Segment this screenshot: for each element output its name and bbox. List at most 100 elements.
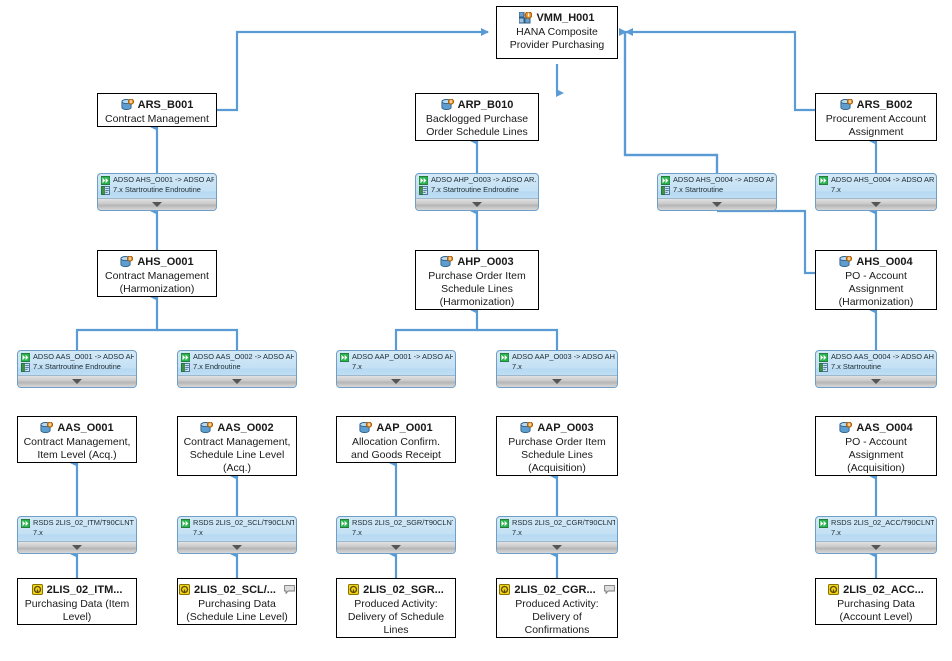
node-header: AAP_O003	[499, 420, 615, 435]
icon-placeholder	[181, 529, 190, 538]
transformation-source-target-row: ADSO AHS_O004 -> ADSO AR...	[658, 174, 776, 185]
transformation-expand-handle[interactable]	[497, 541, 617, 553]
transformation-expand-handle[interactable]	[178, 375, 296, 387]
transformation-expand-handle[interactable]	[416, 198, 538, 210]
transformation-details-row: 7.x	[497, 528, 617, 538]
icon-placeholder	[21, 529, 30, 538]
adso-icon	[839, 255, 853, 268]
transformation-source-target-label: ADSO AHS_O004 -> ADSO AR...	[673, 175, 774, 184]
transformation-details-label: 7.x	[352, 362, 362, 371]
transformation-xf_rsds_sgr[interactable]: RSDS 2LIS_02_SGR/T90CLNTO...7.x	[336, 516, 456, 554]
transformation-source-target-row: ADSO AHS_O001 -> ADSO AR...	[98, 174, 216, 185]
node-ds_cgr[interactable]: 2LIS_02_CGR...Produced Activity:Delivery…	[496, 578, 618, 638]
transformation-xf_aap3_ah[interactable]: ADSO AAP_O003 -> ADSO AH...7.x	[496, 350, 618, 388]
transformation-expand-handle[interactable]	[816, 541, 936, 553]
transformation-xf_ahs4_ar_left[interactable]: ADSO AHS_O004 -> ADSO AR...7.x Startrout…	[657, 173, 777, 211]
transformation-xf_rsds_scl[interactable]: RSDS 2LIS_02_SCL/T90CLNTO...7.x	[177, 516, 297, 554]
node-technical-name: AAS_O001	[57, 421, 114, 434]
transformation-xf_aas2_ah[interactable]: ADSO AAS_O002 -> ADSO AH...7.x Endroutin…	[177, 350, 297, 388]
transformation-xf_rsds_acc[interactable]: RSDS 2LIS_02_ACC/T90CLNTO...7.x	[815, 516, 937, 554]
transformation-source-target-row: ADSO AAS_O001 -> ADSO AH...	[18, 351, 136, 362]
icon-placeholder	[340, 363, 349, 372]
transformation-xf_aap1_ah[interactable]: ADSO AAP_O001 -> ADSO AH...7.x	[336, 350, 456, 388]
datasource-icon	[31, 584, 43, 595]
transformation-xf_aas1_ah[interactable]: ADSO AAS_O001 -> ADSO AH...7.x Startrout…	[17, 350, 137, 388]
transformation-icon	[181, 352, 190, 362]
comment-bubble-icon	[284, 585, 295, 594]
transformation-expand-handle[interactable]	[816, 198, 936, 210]
routine-icon	[101, 185, 110, 195]
transformation-xf_rsds_cgr[interactable]: RSDS 2LIS_02_CGR/T90CLNTO...7.x	[496, 516, 618, 554]
transformation-source-target-label: ADSO AHS_O001 -> ADSO AR...	[113, 175, 214, 184]
node-header: ARS_B001	[100, 97, 214, 112]
node-header: AAS_O001	[20, 420, 134, 435]
node-header: VMM_H001	[499, 10, 615, 25]
node-technical-name: 2LIS_02_ACC...	[843, 583, 924, 596]
node-ds_scl[interactable]: 2LIS_02_SCL/...Purchasing Data(Schedule …	[177, 578, 297, 625]
routine-icon	[181, 362, 190, 372]
transformation-expand-handle[interactable]	[98, 198, 216, 210]
node-header: 2LIS_02_ITM...	[20, 582, 134, 597]
node-header: AHS_O001	[100, 254, 214, 269]
transformation-expand-handle[interactable]	[658, 198, 776, 210]
transformation-xf_ahs1_ar[interactable]: ADSO AHS_O001 -> ADSO AR...7.x Startrout…	[97, 173, 217, 211]
node-ds_sgr[interactable]: 2LIS_02_SGR...Produced Activity:Delivery…	[336, 578, 456, 638]
transformation-icon	[340, 352, 349, 362]
transformation-icon	[819, 352, 828, 362]
transformation-xf_aas4_ah[interactable]: ADSO AAS_O004 -> ADSO AH...7.x Startrout…	[815, 350, 937, 388]
node-description: Purchasing Data(Account Level)	[837, 598, 915, 623]
transformation-icon	[661, 175, 670, 185]
transformation-xf_ahs4_ar_right[interactable]: ADSO AHS_O004 -> ADSO AR...7.x	[815, 173, 937, 211]
transformation-expand-handle[interactable]	[816, 375, 936, 387]
transformation-xf_rsds_itm[interactable]: RSDS 2LIS_02_ITM/T90CLNTO...7.x	[17, 516, 137, 554]
transformation-details-label: 7.x	[512, 528, 522, 537]
transformation-expand-handle[interactable]	[337, 375, 455, 387]
transformation-xf_ahp3_ar[interactable]: ADSO AHP_O003 -> ADSO AR...7.x Startrout…	[415, 173, 539, 211]
icon-placeholder	[340, 529, 349, 538]
node-technical-name: ARS_B001	[137, 98, 194, 111]
transformation-source-target-label: ADSO AAS_O004 -> ADSO AH...	[831, 352, 934, 361]
transformation-expand-handle[interactable]	[497, 375, 617, 387]
node-description: Contract Management,Schedule Line Level(…	[183, 436, 291, 474]
transformation-details-label: 7.x Startroutine	[831, 362, 882, 371]
datasource-icon	[348, 584, 360, 595]
chevron-down-icon	[871, 202, 881, 207]
transformation-expand-handle[interactable]	[337, 541, 455, 553]
chevron-down-icon	[712, 202, 722, 207]
transformation-source-target-row: ADSO AAS_O002 -> ADSO AH...	[178, 351, 296, 362]
node-technical-name: 2LIS_02_SCL/...	[194, 583, 276, 596]
node-technical-name: VMM_H001	[536, 11, 595, 24]
transformation-source-target-row: RSDS 2LIS_02_ACC/T90CLNTO...	[816, 517, 936, 528]
node-header: 2LIS_02_SGR...	[339, 582, 453, 597]
adso-icon	[120, 255, 134, 268]
node-ds_acc[interactable]: 2LIS_02_ACC... Purchasing Data(Account Le…	[815, 578, 937, 625]
transformation-icon	[101, 175, 110, 185]
transformation-expand-handle[interactable]	[18, 375, 136, 387]
transformation-expand-handle[interactable]	[18, 541, 136, 553]
node-technical-name: AHS_O004	[856, 255, 913, 268]
transformation-source-target-label: ADSO AAS_O001 -> ADSO AH...	[33, 352, 134, 361]
transformation-expand-handle[interactable]	[178, 541, 296, 553]
transformation-details-label: 7.x Startroutine Endroutine	[33, 362, 121, 371]
node-technical-name: ARP_B010	[457, 98, 514, 111]
transformation-details-row: 7.x Startroutine Endroutine	[18, 362, 136, 372]
composite-provider-icon	[519, 11, 533, 24]
transformation-details-row: 7.x Startroutine	[658, 185, 776, 195]
transformation-details-row: 7.x	[816, 528, 936, 538]
